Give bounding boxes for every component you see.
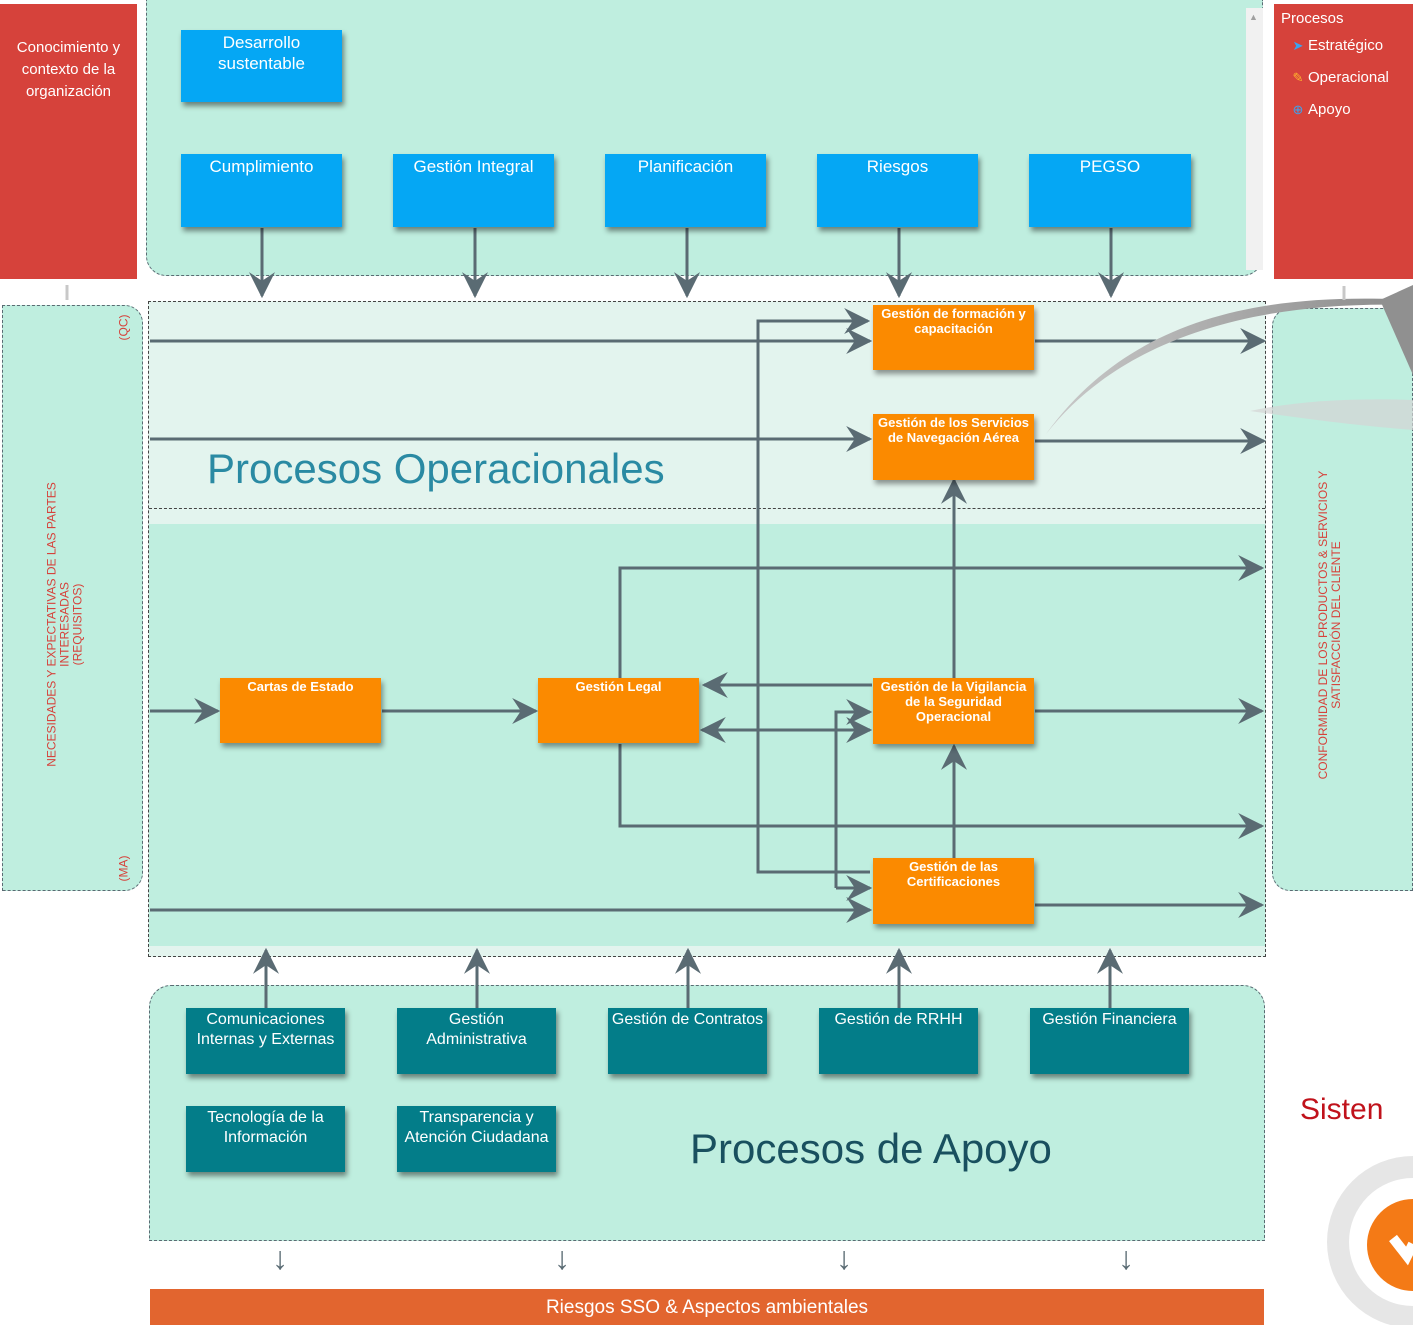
- loop-to-vigilancia: [834, 699, 873, 888]
- down-arrow-icon: ↓: [554, 1240, 570, 1276]
- context-panel: Conocimiento y contexto de la organizaci…: [0, 4, 137, 279]
- risks-bar: Riesgos SSO & Aspectos ambientales: [150, 1289, 1264, 1325]
- context-panel-text: Conocimiento y contexto de la organizaci…: [16, 39, 121, 100]
- qc-label: (QC): [116, 314, 131, 341]
- contratos-box[interactable]: Gestión de Contratos: [608, 1008, 767, 1074]
- operational-title: Procesos Operacionales: [207, 445, 665, 492]
- down-arrow-icon: ↓: [1118, 1240, 1134, 1276]
- support-title: Procesos de Apoyo: [690, 1125, 1052, 1172]
- comunicaciones-box[interactable]: Comunicaciones Internas y Externas: [186, 1008, 345, 1074]
- legend-item-apoyo[interactable]: ⊕ Apoyo: [1290, 101, 1351, 118]
- rrhh-box[interactable]: Gestión de RRHH: [819, 1008, 978, 1074]
- swoosh-arrow: [1046, 298, 1413, 434]
- needs-label: NECESIDADES Y EXPECTATIVAS DE LAS PARTES…: [45, 415, 85, 835]
- wrench-icon: ✎: [1292, 69, 1304, 85]
- scrollbar[interactable]: [1246, 8, 1263, 270]
- financiera-box[interactable]: Gestión Financiera: [1030, 1008, 1189, 1074]
- legal-top-output: [618, 555, 1265, 678]
- legend-title: Procesos: [1281, 10, 1344, 27]
- legend-item-operacional[interactable]: ✎ Operacional: [1290, 69, 1389, 86]
- cartas-box[interactable]: Cartas de Estado: [220, 678, 381, 743]
- conformity-label: CONFORMIDAD DE LOS PRODUCTOS & SERVICIOS…: [1316, 405, 1343, 845]
- swoosh-shadow: [1250, 399, 1413, 430]
- cumplimiento-box[interactable]: Cumplimiento: [181, 154, 342, 227]
- administrativa-box[interactable]: Gestión Administrativa: [397, 1008, 556, 1074]
- legal-bottom-output: [618, 744, 1265, 839]
- conformity-label-line2: SATISFACCIÓN DEL CLIENTE: [1329, 541, 1343, 709]
- legend-label-apoyo: Apoyo: [1308, 101, 1351, 118]
- navegacion-box[interactable]: Gestión de los Servicios de Navegación A…: [873, 414, 1034, 480]
- pegso-box[interactable]: PEGSO: [1029, 154, 1191, 227]
- formacion-box[interactable]: Gestión de formación y capacitación: [873, 305, 1034, 370]
- legend-panel: [1274, 4, 1413, 279]
- vigilancia-box[interactable]: Gestión de la Vigilancia de la Seguridad…: [873, 678, 1034, 744]
- tecnologia-box[interactable]: Tecnología de la Información: [186, 1106, 345, 1172]
- needs-label-line3: (REQUISITOS): [70, 583, 85, 666]
- transparencia-box[interactable]: Transparencia y Atención Ciudadana: [397, 1106, 556, 1172]
- legend-item-estrategico[interactable]: ➤ Estratégico: [1290, 37, 1384, 54]
- ma-label: (MA): [116, 855, 131, 882]
- needs-panel: [2, 305, 143, 891]
- down-arrow-icon: ↓: [836, 1240, 852, 1276]
- operational-divider: [149, 508, 1265, 509]
- paper-plane-icon: ➤: [1292, 37, 1304, 53]
- gestion-integral-box[interactable]: Gestión Integral: [393, 154, 554, 227]
- bus-to-formacion: [756, 308, 871, 874]
- certificaciones-box[interactable]: Gestión de las Certificaciones: [873, 858, 1034, 924]
- desarrollo-sustentable-box[interactable]: Desarrollo sustentable: [181, 30, 342, 102]
- sistema-text: Sisten: [1300, 1093, 1384, 1126]
- legal-box[interactable]: Gestión Legal: [538, 678, 699, 743]
- iso-badge: [1327, 1156, 1413, 1325]
- riesgos-box[interactable]: Riesgos: [817, 154, 978, 227]
- lifebuoy-icon: ⊕: [1292, 101, 1304, 117]
- planificacion-box[interactable]: Planificación: [605, 154, 766, 227]
- scroll-up-arrow-icon[interactable]: ▲: [1249, 12, 1258, 22]
- down-arrow-icon: ↓: [272, 1240, 288, 1276]
- legend-label-operacional: Operacional: [1308, 69, 1389, 86]
- swoosh-arrow-head: [1380, 285, 1413, 375]
- legend-label-estrategico: Estratégico: [1308, 37, 1384, 54]
